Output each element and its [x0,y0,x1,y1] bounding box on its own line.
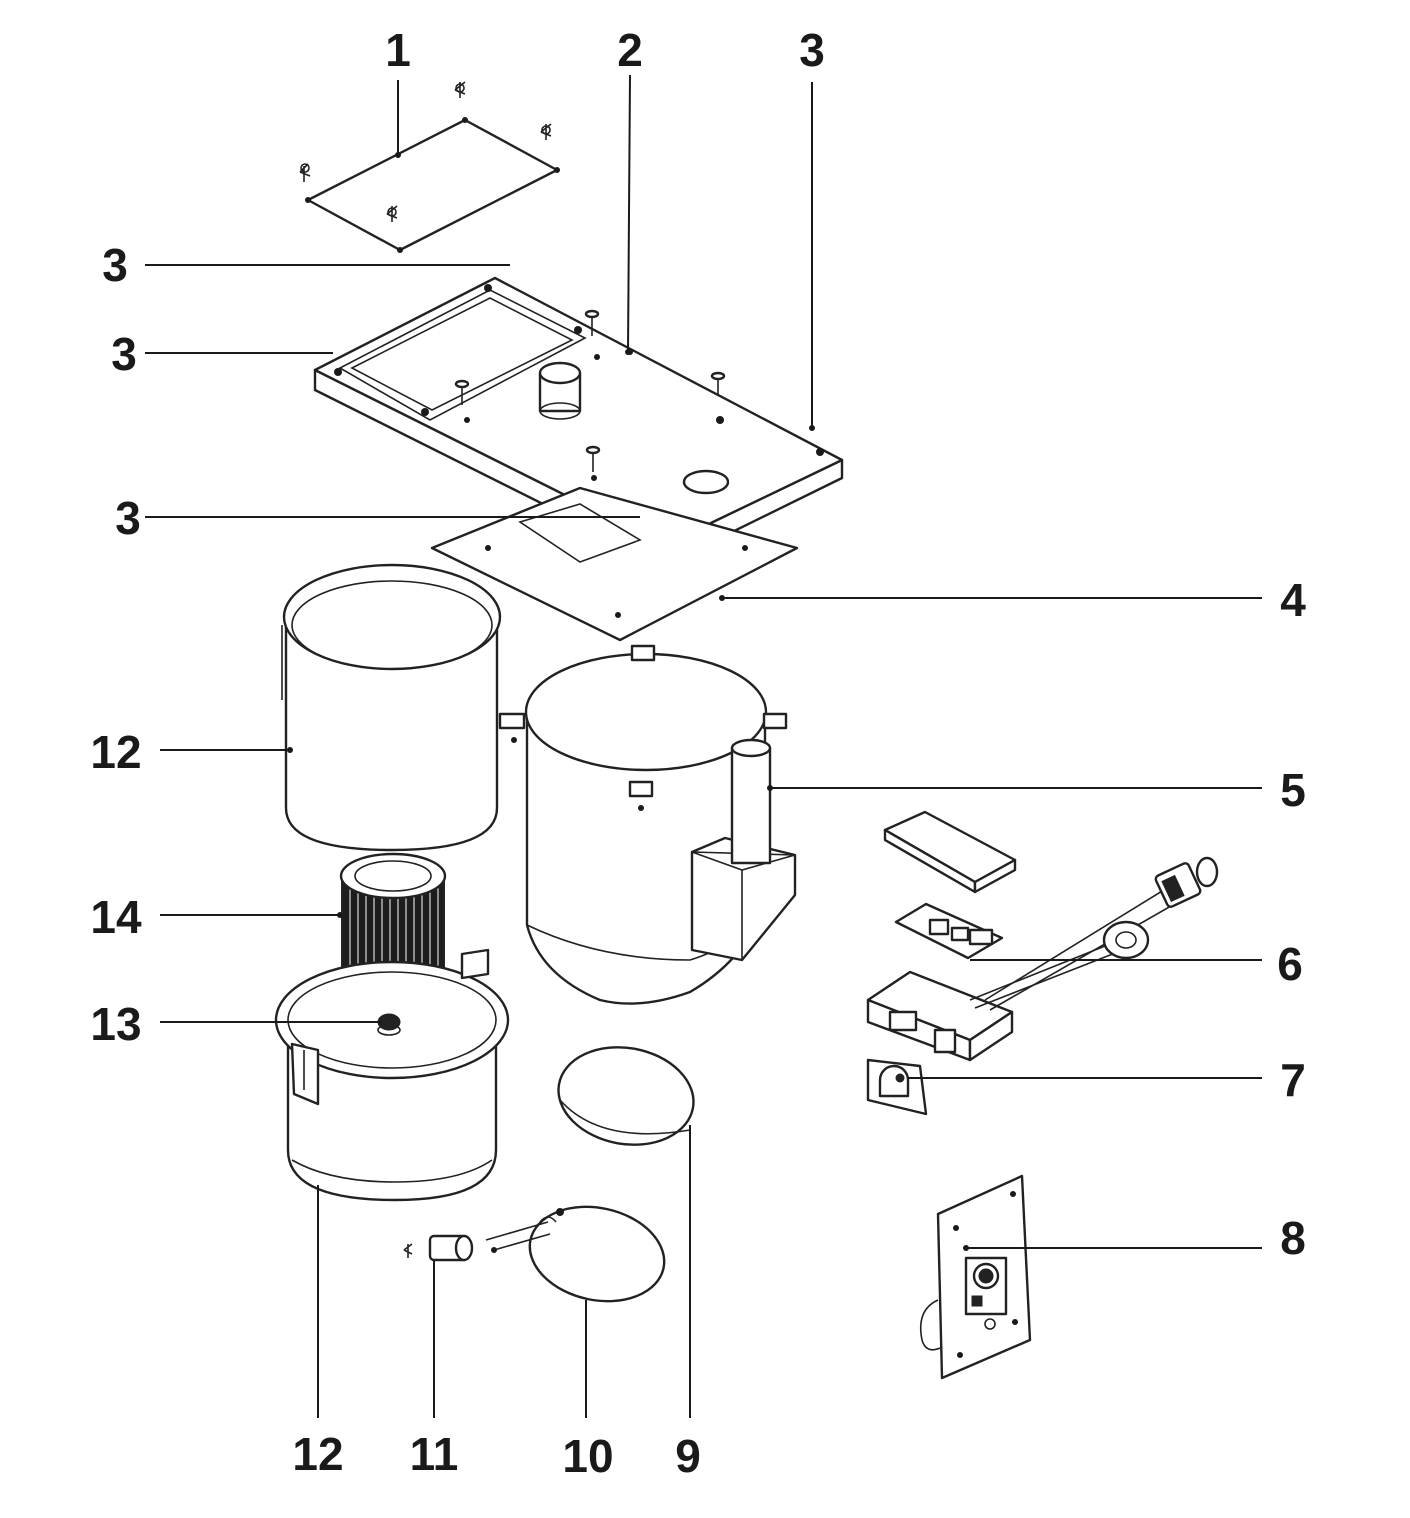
callout-12-left: 12 [90,726,141,778]
callout-12-bottom: 12 [292,1428,343,1480]
callout-9: 9 [675,1430,701,1482]
part-6-electrical-assembly [866,810,1219,1062]
wing-nut-icon [299,163,311,182]
part-9-disc [557,1046,695,1146]
wing-nut-icon [454,81,466,98]
callout-13: 13 [90,998,141,1050]
part-5-hopper [498,644,797,1005]
callout-14: 14 [90,891,142,943]
callout-7: 7 [1280,1054,1306,1106]
part-8-control-plate [919,1174,1032,1380]
leader-lines [145,74,1262,1418]
callout-11: 11 [410,1428,459,1480]
callout-5: 5 [1280,764,1306,816]
part-1-cover-plate [299,81,560,253]
part-7-clamp [866,1058,928,1116]
callout-labels: 1 2 3 3 3 3 4 12 5 14 6 13 7 8 12 11 10 … [90,24,1306,1482]
callout-10: 10 [562,1430,613,1482]
callout-3-left-a: 3 [102,239,128,291]
wing-nut-icon [540,123,552,140]
part-10-plate [485,1205,666,1303]
callout-2: 2 [617,24,643,76]
round-plug-icon [1102,920,1150,960]
bolt-icon [454,379,470,405]
part-13-nozzle [377,1013,401,1036]
callout-1: 1 [385,24,411,76]
connector-plug-icon [1154,856,1219,908]
callout-3-left-b: 3 [111,328,137,380]
wing-nut-icon [386,205,398,222]
callout-3-left-c: 3 [115,492,141,544]
part-12-upper-drum [281,563,502,852]
bolt-icon [585,445,601,472]
part-12-lower-drum [274,948,510,1202]
callout-3-top: 3 [799,24,825,76]
callout-8: 8 [1280,1212,1306,1264]
callout-4: 4 [1280,574,1306,626]
part-11-cylinder [403,1234,474,1262]
bolt-icon [710,371,726,396]
callout-6: 6 [1277,938,1303,990]
cylinder-boss [538,361,582,420]
bolt-icon [584,309,600,336]
part-4-gasket [430,486,799,642]
